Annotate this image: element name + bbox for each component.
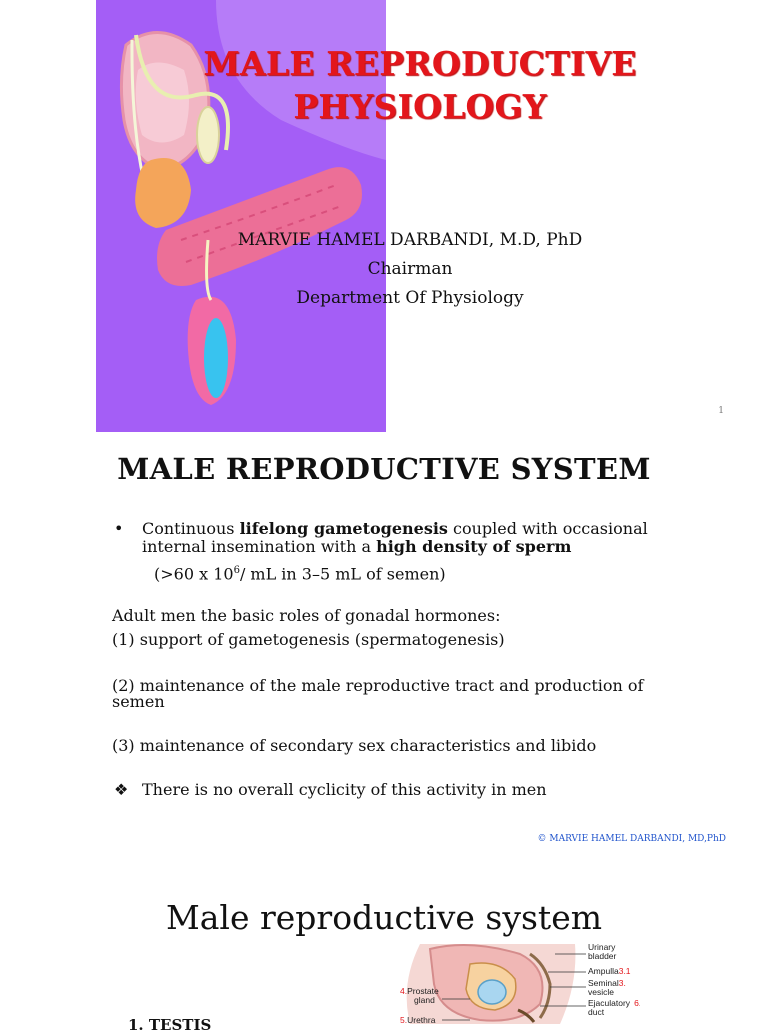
svg-text:Ampulla3.1: Ampulla3.1 xyxy=(588,966,631,976)
bullet-text-mid: coupled with occasional internal insemin… xyxy=(142,519,648,556)
label-ampulla-ref: 3.1 xyxy=(619,966,631,976)
role-2: (2) maintenance of the male reproductive… xyxy=(112,676,644,711)
title-line-2: PHYSIOLOGY xyxy=(293,87,547,126)
bullet-bold-density: high density of sperm xyxy=(376,537,572,556)
label-urinary-1: Urinary xyxy=(588,944,616,952)
label-prostate-ref: 4. xyxy=(400,986,407,996)
label-urethra-ref: 5. xyxy=(400,1015,407,1024)
note-item: ❖ There is no overall cyclicity of this a… xyxy=(114,780,547,799)
label-ejaculatory-2: duct xyxy=(588,1007,605,1017)
title-line-1: MALE REPRODUCTIVE xyxy=(203,44,637,83)
title-slide: MALE REPRODUCTIVE PHYSIOLOGY MARVIE HAME… xyxy=(0,0,768,434)
label-prostate-1: Prostate xyxy=(407,986,439,996)
density-exponent: 6 xyxy=(233,565,240,576)
role-3: (3) maintenance of secondary sex charact… xyxy=(112,736,597,755)
label-ampulla: Ampulla xyxy=(588,966,619,976)
density-value-b: / mL in 3–5 mL of semen) xyxy=(239,564,446,584)
anatomy-diagram: Urinary bladder Ampulla3.1 Seminal3. ves… xyxy=(400,944,640,1024)
slide-heading: Male reproductive system xyxy=(165,898,603,937)
label-seminal-1: Seminal xyxy=(588,978,619,988)
bullet-bold-lifelong: lifelong gametogenesis xyxy=(239,519,448,538)
label-urinary-2: bladder xyxy=(588,951,617,961)
label-ejaculatory-1: Ejaculatory xyxy=(588,998,631,1008)
intro-text: Adult men the basic roles of gonadal hor… xyxy=(112,606,501,625)
svg-text:5.Urethra: 5.Urethra xyxy=(400,1015,436,1024)
label-urethra: Urethra xyxy=(407,1015,436,1024)
slide-heading: MALE REPRODUCTIVE SYSTEM xyxy=(117,452,651,486)
bullet-marker: • xyxy=(114,519,124,538)
svg-text:Seminal3. vesicle: Seminal3. vesicle xyxy=(588,978,628,997)
presentation-title: MALE REPRODUCTIVE PHYSIOLOGY xyxy=(200,42,640,128)
content-slide: MALE REPRODUCTIVE SYSTEM • Continuous li… xyxy=(0,432,768,862)
anatomy-illustration xyxy=(96,0,386,434)
density-value-a: (>60 x 10 xyxy=(154,564,234,584)
note-text: There is no overall cyclicity of this ac… xyxy=(142,780,547,799)
diamond-bullet-icon: ❖ xyxy=(114,780,129,799)
role-1: (1) support of gametogenesis (spermatoge… xyxy=(112,630,505,649)
anatomy-slide: Male reproductive system 1. TESTIS Urina… xyxy=(0,862,768,1034)
label-ejaculatory-ref: 6. xyxy=(634,998,640,1008)
author-department: Department Of Physiology xyxy=(296,288,524,308)
list-item-testis: 1. TESTIS xyxy=(128,1016,212,1034)
label-prostate-2: gland xyxy=(414,995,435,1005)
author-block: MARVIE HAMEL DARBANDI, M.D, PhD Chairman… xyxy=(230,226,590,313)
bullet-text-pre: Continuous xyxy=(142,519,240,538)
copyright-notice: © MARVIE HAMEL DARBANDI, MD,PhD xyxy=(537,834,727,844)
svg-text:Urinary bladder: Urinary bladder xyxy=(588,944,618,961)
author-role: Chairman xyxy=(367,259,453,279)
label-seminal-ref: 3. xyxy=(619,978,626,988)
label-seminal-2: vesicle xyxy=(588,987,614,997)
bullet-text: Continuous lifelong gametogenesis couple… xyxy=(142,520,662,556)
svg-text:4.Prostate gland: 4.Prostate gland xyxy=(400,986,441,1005)
sperm-density-note: (>60 x 106/ mL in 3–5 mL of semen) xyxy=(154,562,446,583)
page-number: 1 xyxy=(718,406,724,416)
author-name: MARVIE HAMEL DARBANDI, M.D, PhD xyxy=(237,230,583,250)
